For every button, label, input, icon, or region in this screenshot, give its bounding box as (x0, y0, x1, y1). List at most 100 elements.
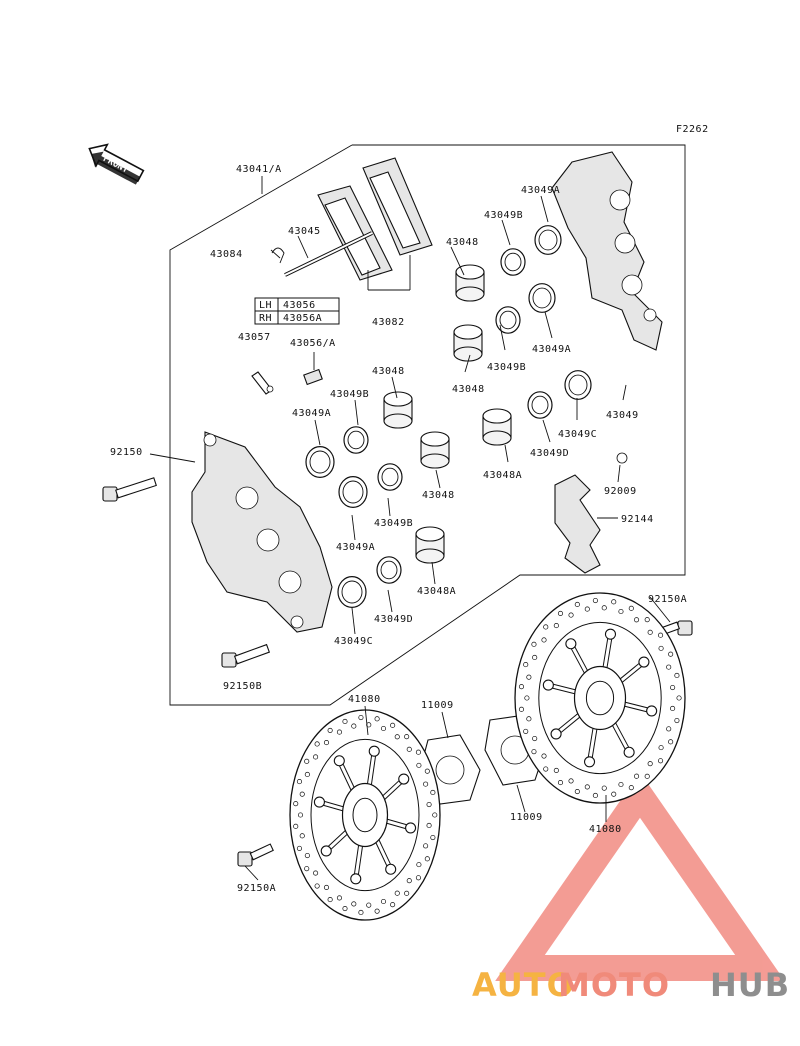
rotor-hole (293, 823, 299, 829)
rotor-hole (670, 684, 676, 691)
label-92144: 92144 (621, 514, 654, 525)
piston-seal (338, 476, 368, 509)
label-43049B-c: 43049B (374, 518, 413, 529)
rotor-hole (423, 843, 429, 849)
rotor-hole (299, 791, 305, 797)
piston (455, 264, 485, 302)
rotor-hole (380, 898, 387, 905)
rotor-hole (668, 651, 674, 657)
rotor-hole (532, 654, 538, 661)
rotor-hole (416, 762, 422, 768)
piston-seal (527, 391, 553, 419)
rotor-hole (304, 771, 310, 778)
rotor-hole (358, 714, 364, 721)
rotor-hole (666, 726, 672, 732)
rotor-hole (531, 749, 537, 755)
watermark-hub: HUB (710, 966, 790, 1004)
side-table: LH 43056 RH 43056A (254, 297, 340, 325)
rotor-button (350, 873, 362, 885)
rotor-hole (424, 768, 430, 774)
brake-pads (317, 157, 433, 291)
rotor-hole (611, 791, 617, 797)
rotor-button (646, 705, 658, 717)
rotor-hole (553, 767, 559, 773)
rotor-hole (426, 801, 432, 808)
rotor-hole (327, 897, 333, 903)
rotor-button (385, 863, 397, 875)
label-43048A-c: 43048A (417, 586, 456, 597)
rotor-button (583, 756, 596, 768)
front-arrow-icon: FRONT (88, 143, 145, 185)
rotor-hole (518, 706, 525, 712)
rotor-hole (297, 812, 304, 818)
rotor-hole (296, 845, 303, 851)
rotor-hole (647, 629, 653, 635)
rotor-hole (618, 608, 624, 615)
rotor-hole (543, 766, 549, 772)
label-43049: 43049 (606, 410, 639, 421)
label-43049B-top: 43049B (484, 210, 523, 221)
label-92150A-right: 92150A (648, 594, 687, 605)
rotor-hole (390, 722, 396, 728)
label-43048-left: 43048 (372, 366, 405, 377)
rotor-hole (523, 728, 529, 734)
rotor-hole (541, 753, 547, 759)
rotor-hole (601, 605, 607, 611)
part-labels: 43041/A 43084 43045 43082 43057 43056/A … (110, 164, 687, 894)
pistons (383, 264, 512, 564)
rotor-hole (584, 784, 590, 790)
piston-seal (337, 575, 367, 608)
rotor-hole (670, 705, 676, 712)
rotor-button (333, 755, 345, 767)
rotor-hole (601, 785, 607, 791)
piston-seal (500, 248, 526, 276)
rotor-button (368, 745, 380, 757)
rotor-hole (430, 789, 436, 796)
rotor-hole (526, 674, 532, 680)
rotor-hole (557, 780, 564, 786)
rotor-hole (543, 624, 549, 630)
caliper-outer-half (551, 151, 663, 351)
rotor-hole (296, 779, 303, 785)
bleed-valve (251, 352, 323, 395)
rotor-hole (374, 908, 380, 914)
rotor-hole (304, 866, 310, 872)
rotor-hole (674, 672, 680, 679)
rotor-hole (553, 623, 559, 629)
rotor-button (313, 796, 325, 808)
rotor-button (638, 656, 650, 668)
rotor-hole (406, 746, 412, 752)
label-11009-bottom: 11009 (510, 812, 543, 823)
label-43049B-left: 43049B (330, 389, 369, 400)
label-92150B: 92150B (223, 681, 262, 692)
caliper-inner-half (191, 431, 333, 633)
piston (420, 431, 450, 469)
watermark-auto: AUTO (472, 966, 575, 1004)
label-43057: 43057 (238, 332, 271, 343)
rotor-hole (415, 875, 421, 881)
rotor-hole (557, 610, 564, 616)
rotor-hole (676, 695, 682, 701)
rotor-hole (351, 723, 357, 729)
side-table-rh-part: 43056A (283, 313, 322, 324)
rotor-hole (628, 605, 634, 611)
rotor-hole (568, 778, 574, 784)
rotor-hole (526, 716, 532, 722)
rotor-hole (633, 773, 640, 779)
piston-seal (534, 225, 562, 255)
rotor-hole (423, 781, 429, 787)
rotor-hole (404, 734, 410, 740)
bolt-92150B (221, 643, 271, 668)
rotor-hole (647, 761, 653, 767)
rotor-hole (568, 612, 574, 618)
label-43048A-right: 43048A (483, 470, 522, 481)
piston (482, 408, 512, 446)
rotor-hole (351, 901, 357, 907)
watermark-moto: MOTO (558, 966, 670, 1004)
rotor-button (542, 679, 554, 691)
piston-seal (377, 463, 403, 491)
rotor-button (320, 845, 332, 857)
caliper-bracket (554, 452, 628, 574)
rotor-hole (394, 890, 400, 896)
rotor-hole (426, 822, 432, 829)
